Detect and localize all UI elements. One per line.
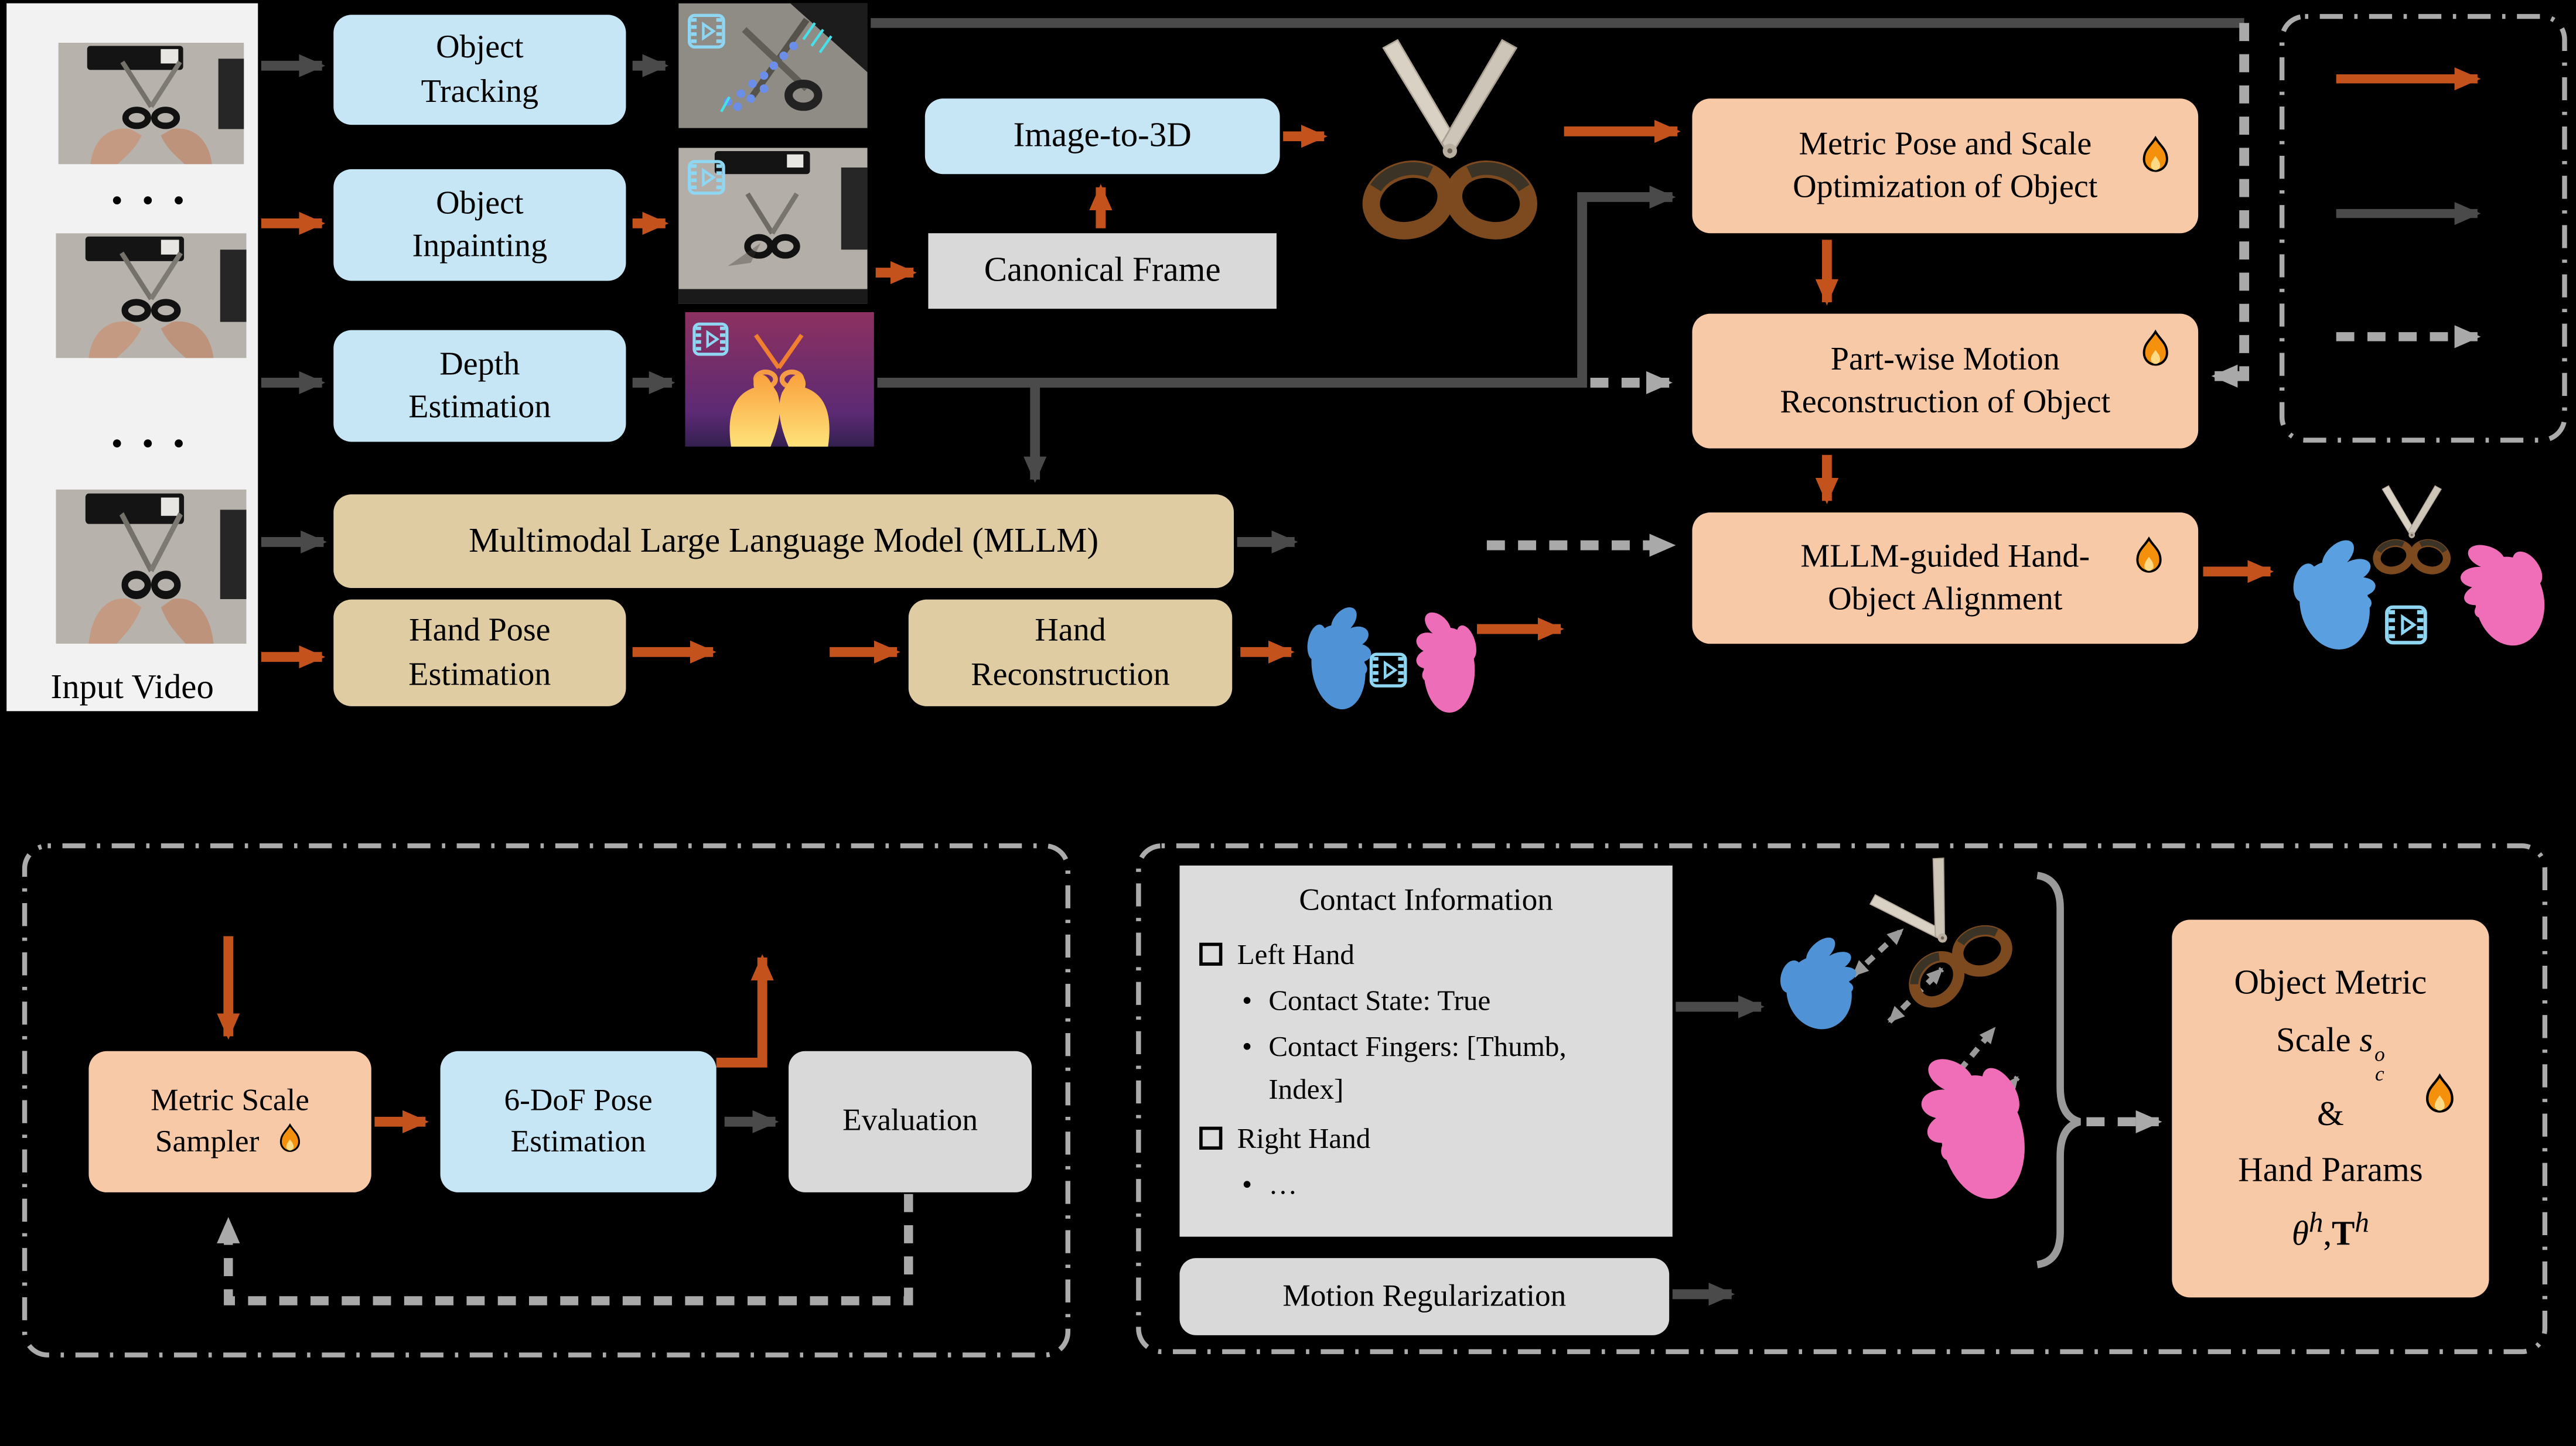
video-frame-2 [56, 233, 246, 358]
depth-map-video [685, 312, 874, 447]
image-to-3d-box: Image-to-3D [924, 98, 1280, 175]
fire-icon [2425, 1073, 2454, 1113]
mllm-alignment-box: MLLM-guided Hand- Object Alignment [1692, 512, 2199, 644]
contact-fingers: • Contact Fingers: [Thumb, Index] [1242, 1030, 1567, 1106]
depth-estimation-box: Depth Estimation [333, 330, 626, 442]
brace [2036, 871, 2082, 1269]
motion-regularization-box: Motion Regularization [1179, 1258, 1670, 1335]
contact-right-hand-mesh [1916, 1031, 2038, 1215]
fire-icon [2142, 135, 2168, 172]
canonical-frame-box: Canonical Frame [928, 233, 1277, 309]
contact-info-title: Contact Information [1299, 883, 1553, 918]
input-video-label: Input Video [50, 666, 214, 706]
object-3d-scissors [1339, 29, 1561, 259]
contact-information-box: Contact Information Left Hand • Contact … [1179, 865, 1673, 1237]
video-frame-3 [56, 490, 246, 644]
checkbox-icon [1199, 942, 1223, 965]
output-right-hand [2455, 525, 2557, 657]
scale-sampler-module-border [22, 843, 1071, 1358]
ellipsis: • • • [111, 427, 191, 460]
fire-icon [2142, 329, 2168, 366]
metric-scale-sampler-box: Metric Scale Sampler [88, 1051, 371, 1192]
object-inpainting-box: Object Inpainting [333, 169, 626, 281]
object-tracking-box: Object Tracking [333, 15, 626, 125]
contact-left-hand: Left Hand [1179, 932, 1672, 975]
mllm-box: Multimodal Large Language Model (MLLM) [333, 494, 1234, 588]
fire-icon [2136, 536, 2162, 573]
metric-pose-scale-box: Metric Pose and Scale Optimization of Ob… [1692, 98, 2199, 234]
part-wise-motion-box: Part-wise Motion Reconstruction of Objec… [1692, 313, 2199, 449]
ellipsis: • • • [111, 184, 191, 217]
tracked-object-video [678, 3, 868, 128]
video-frame-1 [56, 43, 246, 165]
right-hand-mesh [1410, 598, 1485, 723]
hand-reconstruction-box: Hand Reconstruction [908, 599, 1233, 706]
contact-more: • … [1242, 1167, 1298, 1201]
checkbox-icon [1199, 1126, 1223, 1149]
contact-state: • Contact State: True [1242, 983, 1491, 1017]
legend-box-border [2279, 13, 2567, 443]
hand-object-module-border [1136, 843, 2548, 1355]
fire-icon [279, 1123, 299, 1152]
evaluation-box: Evaluation [789, 1051, 1032, 1192]
six-dof-pose-box: 6-DoF Pose Estimation [440, 1051, 716, 1192]
video-icon [2382, 603, 2430, 647]
inpainted-video [678, 148, 868, 304]
video-icon [1369, 651, 1408, 690]
contact-right-hand: Right Hand [1179, 1116, 1672, 1160]
hand-pose-box: Hand Pose Estimation [333, 599, 626, 706]
